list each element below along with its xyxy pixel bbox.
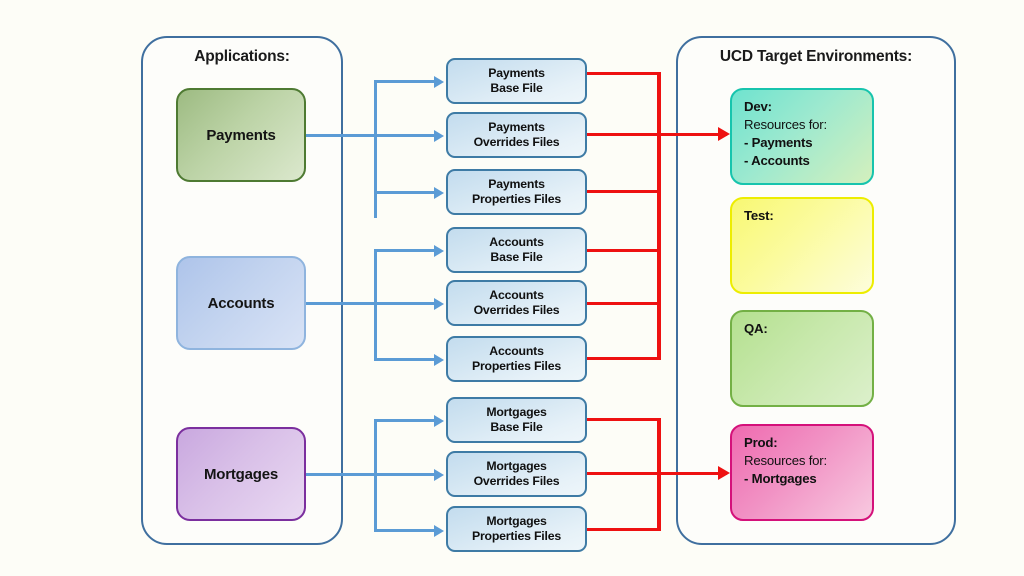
connector-mortgages-to-base <box>374 419 434 422</box>
connector-red-mortgages-overrides <box>587 472 661 475</box>
file-box-line1: Payments <box>488 176 545 191</box>
file-box-line2: Base File <box>490 420 543 434</box>
environment-box-qa[interactable]: QA: <box>730 310 874 407</box>
environment-box-prod[interactable]: Prod: Resources for: - Mortgages <box>730 424 874 521</box>
connector-mortgages-to-overrides <box>374 473 434 476</box>
arrowhead-icon <box>434 297 444 310</box>
environment-name: Dev: <box>744 99 772 114</box>
connector-payments-to-base <box>374 80 434 83</box>
connector-red-prod-feed <box>657 472 727 475</box>
arrowhead-icon <box>434 75 444 88</box>
file-box-accounts-base[interactable]: Accounts Base File <box>446 227 587 273</box>
application-label: Mortgages <box>203 465 279 483</box>
application-label: Accounts <box>207 294 275 312</box>
file-box-line2: Overrides Files <box>473 474 560 488</box>
application-box-payments[interactable]: Payments <box>176 88 306 182</box>
connector-mortgages-trunk <box>306 473 376 476</box>
file-box-line2: Overrides Files <box>473 135 560 149</box>
environment-name: Prod: <box>744 435 778 450</box>
arrowhead-icon <box>434 468 444 481</box>
file-box-line2: Base File <box>490 250 543 264</box>
environment-resource: - Mortgages <box>744 470 817 486</box>
file-box-accounts-overrides[interactable]: Accounts Overrides Files <box>446 280 587 326</box>
environment-name: Test: <box>744 208 774 223</box>
environment-resource: - Accounts <box>744 152 810 168</box>
environments-panel-title: UCD Target Environments: <box>719 48 913 65</box>
environment-box-dev[interactable]: Dev: Resources for: - Payments - Account… <box>730 88 874 185</box>
application-box-mortgages[interactable]: Mortgages <box>176 427 306 521</box>
file-box-line1: Mortgages <box>486 404 547 419</box>
file-box-mortgages-overrides[interactable]: Mortgages Overrides Files <box>446 451 587 497</box>
connector-red-payments-overrides <box>587 133 661 136</box>
arrowhead-icon <box>434 186 444 199</box>
file-box-line2: Properties Files <box>471 192 562 206</box>
file-box-accounts-properties[interactable]: Accounts Properties Files <box>446 336 587 382</box>
arrowhead-icon <box>434 244 444 257</box>
connector-red-payments-properties <box>587 190 661 193</box>
environment-name: QA: <box>744 321 768 336</box>
file-box-mortgages-properties[interactable]: Mortgages Properties Files <box>446 506 587 552</box>
application-box-accounts[interactable]: Accounts <box>176 256 306 350</box>
connector-red-mortgages-base <box>587 418 661 421</box>
connector-accounts-to-base <box>374 249 434 252</box>
environment-box-test[interactable]: Test: <box>730 197 874 294</box>
file-box-line2: Properties Files <box>471 529 562 543</box>
application-label: Payments <box>206 126 276 144</box>
arrowhead-icon <box>434 414 444 427</box>
connector-red-accounts-base <box>587 249 661 252</box>
file-box-line2: Overrides Files <box>473 303 560 317</box>
environment-subtitle: Resources for: <box>744 452 827 468</box>
arrowhead-icon <box>434 129 444 142</box>
connector-payments-to-overrides <box>374 134 434 137</box>
connector-red-dev-bus <box>657 72 661 360</box>
connector-red-dev-feed <box>657 133 727 136</box>
environment-subtitle: Resources for: <box>744 116 827 132</box>
file-box-line1: Accounts <box>489 343 544 358</box>
connector-accounts-to-properties <box>374 358 434 361</box>
connector-mortgages-to-properties <box>374 529 434 532</box>
connector-payments-bus <box>374 80 377 218</box>
connector-payments-to-properties <box>374 191 434 194</box>
file-box-line1: Accounts <box>489 234 544 249</box>
connector-payments-trunk <box>306 134 376 137</box>
applications-panel-title: Applications: <box>194 48 290 65</box>
file-box-line2: Properties Files <box>471 359 562 373</box>
file-box-payments-properties[interactable]: Payments Properties Files <box>446 169 587 215</box>
arrowhead-icon <box>434 524 444 537</box>
file-box-line1: Mortgages <box>486 458 547 473</box>
file-box-line2: Base File <box>490 81 543 95</box>
file-box-payments-base[interactable]: Payments Base File <box>446 58 587 104</box>
file-box-line1: Payments <box>488 119 545 134</box>
connector-red-mortgages-properties <box>587 528 661 531</box>
connector-red-accounts-overrides <box>587 302 661 305</box>
file-box-mortgages-base[interactable]: Mortgages Base File <box>446 397 587 443</box>
file-box-line1: Accounts <box>489 287 544 302</box>
environment-resource: - Payments <box>744 134 813 150</box>
connector-red-payments-base <box>587 72 661 75</box>
file-box-payments-overrides[interactable]: Payments Overrides Files <box>446 112 587 158</box>
connector-accounts-trunk <box>306 302 376 305</box>
connector-accounts-to-overrides <box>374 302 434 305</box>
arrowhead-icon <box>718 466 730 480</box>
file-box-line1: Mortgages <box>486 513 547 528</box>
connector-red-accounts-properties <box>587 357 661 360</box>
arrowhead-icon <box>718 127 730 141</box>
file-box-line1: Payments <box>488 65 545 80</box>
arrowhead-icon <box>434 353 444 366</box>
